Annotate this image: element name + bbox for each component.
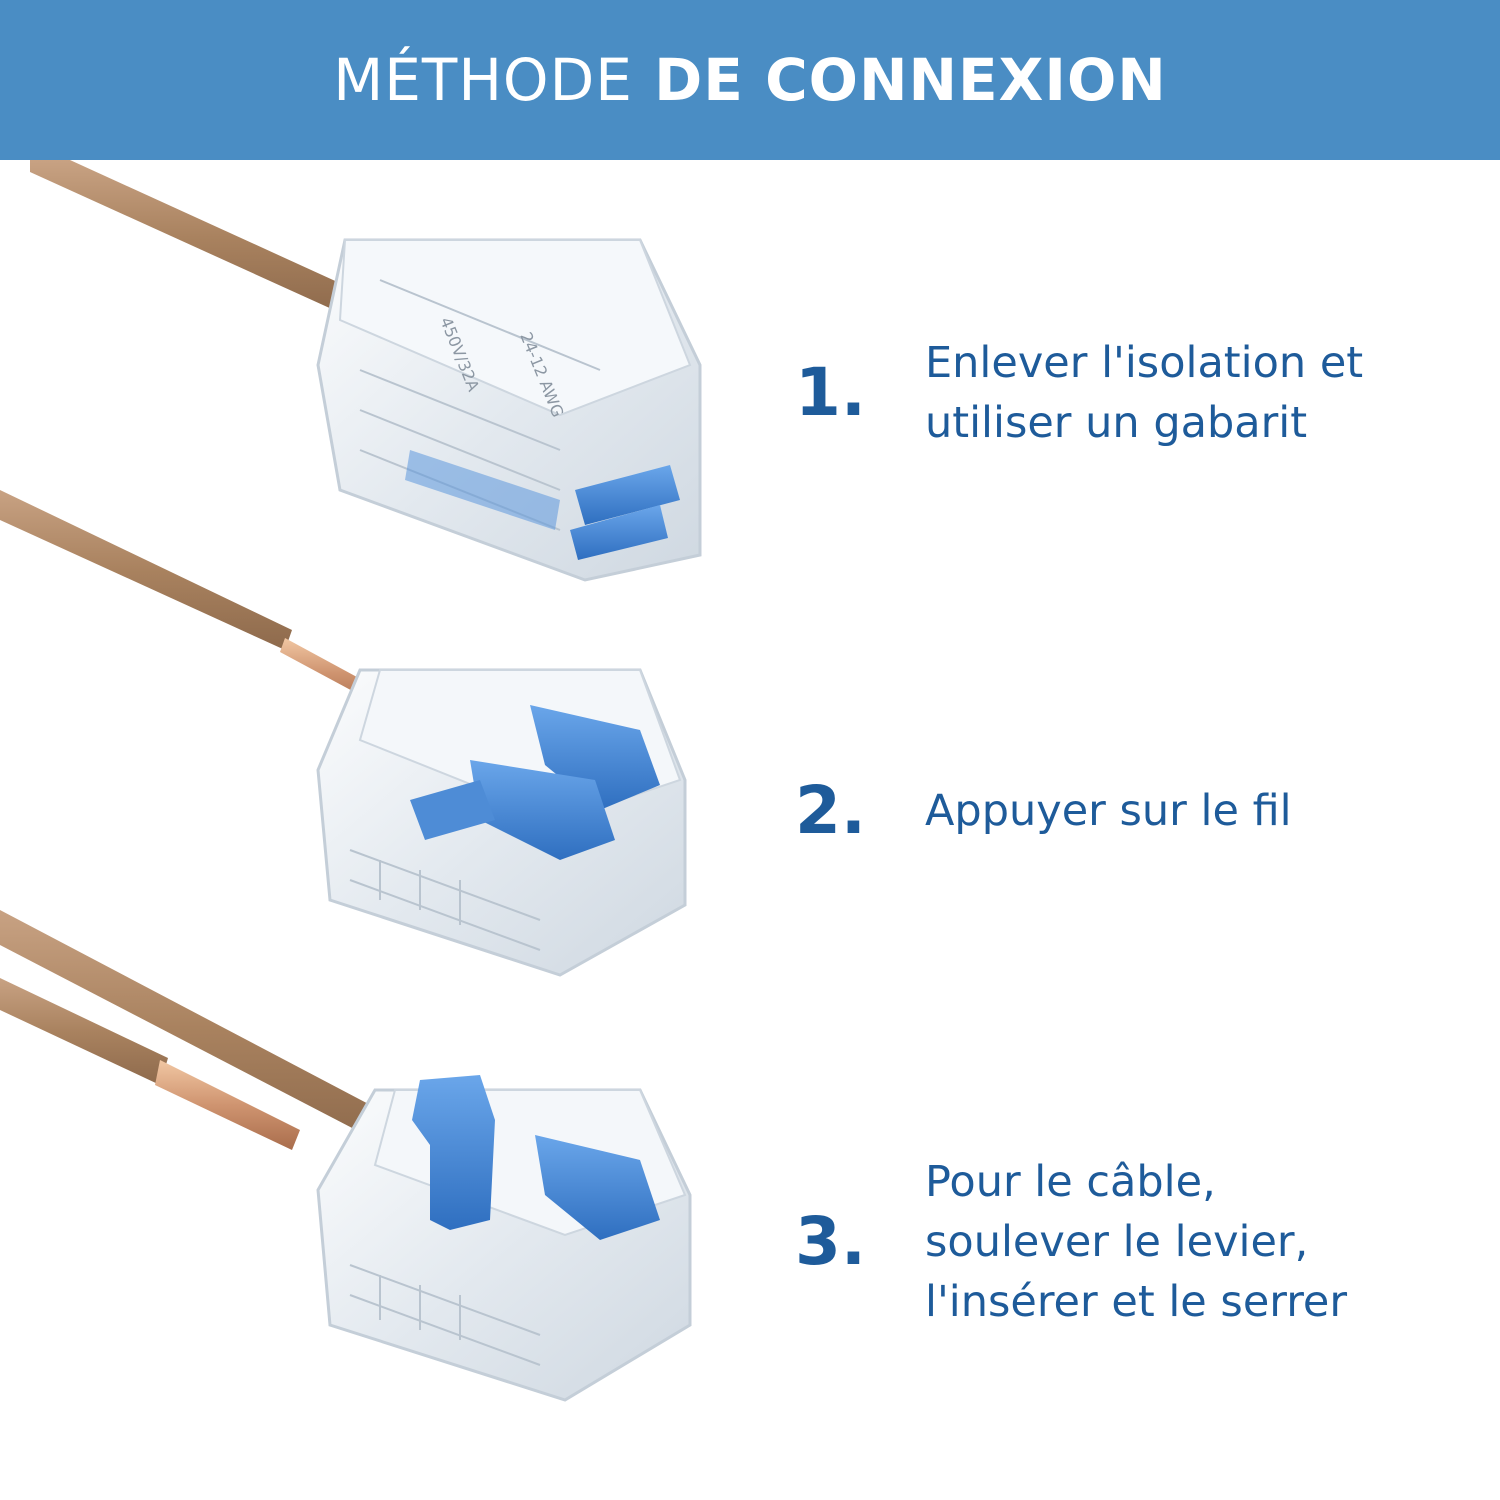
- step-1: 1. Enlever l'isolation et utiliser un ga…: [795, 333, 1485, 453]
- step-number-3: 3.: [795, 1203, 866, 1280]
- raised-lever: [412, 1075, 495, 1230]
- wire-1: [30, 160, 355, 315]
- step-number-2: 2.: [795, 772, 866, 849]
- wire-3a: [0, 910, 395, 1145]
- wire-2: [0, 490, 292, 650]
- step-3-line-1: Pour le câble,: [925, 1157, 1216, 1207]
- stranded-copper-3: [155, 1060, 300, 1150]
- step-3-line-2: soulever le levier,: [925, 1217, 1309, 1267]
- header-banner: MÉTHODE DE CONNEXION: [0, 0, 1500, 160]
- step-3: 3. Pour le câble, soulever le levier, l'…: [795, 1152, 1485, 1332]
- wire-3b: [0, 978, 168, 1085]
- title-bold: DE CONNEXION: [654, 46, 1167, 114]
- step-2: 2. Appuyer sur le fil: [795, 778, 1485, 844]
- title-light: MÉTHODE: [333, 46, 633, 114]
- connector-illustration: 450V/32A 24-12 AWG: [0, 160, 702, 1402]
- step-number-1: 1.: [795, 354, 866, 431]
- step-3-line-3: l'insérer et le serrer: [925, 1277, 1348, 1327]
- connector-step-3: [0, 910, 692, 1402]
- connector-step-1: 450V/32A 24-12 AWG: [30, 160, 702, 582]
- step-1-line-1: Enlever l'isolation et: [925, 338, 1364, 388]
- step-text-3: Pour le câble, soulever le levier, l'ins…: [925, 1152, 1347, 1332]
- step-2-line-1: Appuyer sur le fil: [925, 786, 1292, 836]
- step-1-line-2: utiliser un gabarit: [925, 398, 1308, 448]
- connector-step-2: [0, 490, 687, 977]
- page-title: MÉTHODE DE CONNEXION: [333, 51, 1167, 109]
- step-text-2: Appuyer sur le fil: [925, 781, 1292, 841]
- step-text-1: Enlever l'isolation et utiliser un gabar…: [925, 333, 1363, 453]
